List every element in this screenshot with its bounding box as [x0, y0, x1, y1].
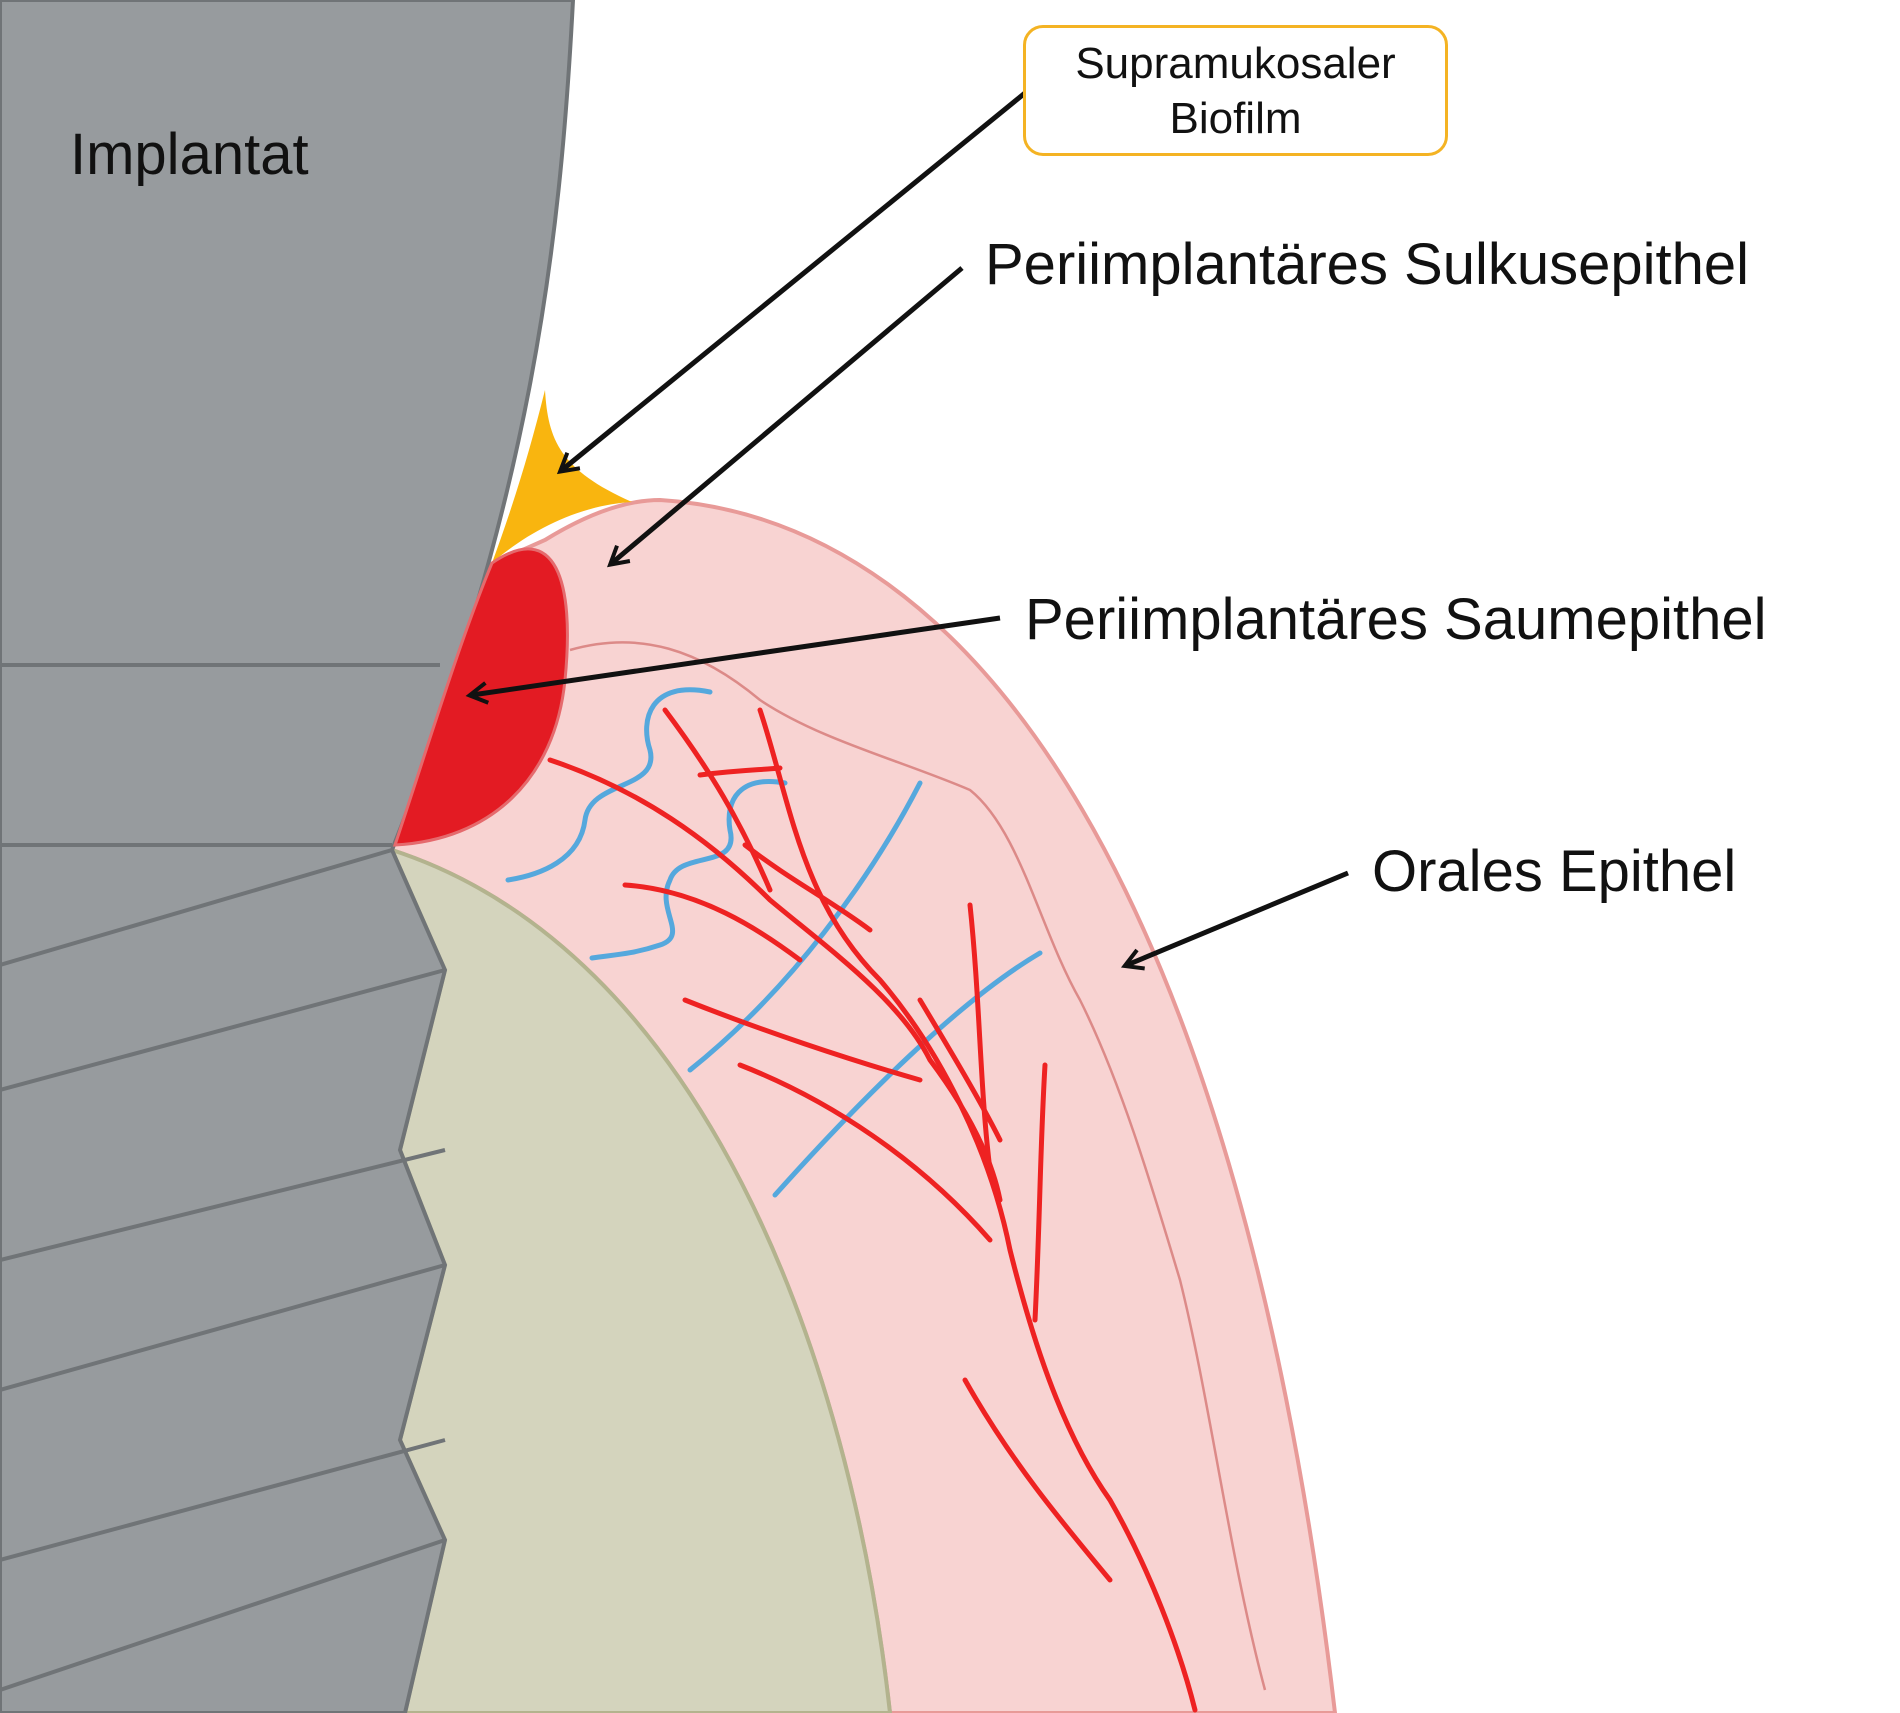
arrow-oral	[1120, 870, 1349, 971]
collagen-fibers	[505, 687, 1043, 1198]
arrow-saum	[465, 615, 1001, 705]
epithelial-boundary	[569, 641, 1267, 1691]
biofilm-label-line1: Supramukosaler	[1075, 38, 1396, 88]
implant	[0, 0, 576, 1713]
oral-epithelium-label: Orales Epithel	[1372, 839, 1737, 904]
junctional-epithelium-label: Periimplantäres Saumepithel	[1025, 587, 1767, 652]
biofilm-label-box: Supramukosaler Biofilm	[1023, 25, 1448, 156]
sulcus-epithelium-label: Periimplantäres Sulkusepithel	[985, 232, 1750, 297]
biofilm-label-line2: Biofilm	[1169, 93, 1302, 143]
blood-vessels	[547, 707, 1198, 1713]
implant-threads	[0, 663, 446, 1692]
leader-arrows	[465, 91, 1349, 971]
arrow-biofilm	[556, 91, 1027, 475]
implant-label: Implantat	[70, 122, 309, 187]
arrow-sulcus	[607, 266, 964, 568]
biofilm	[492, 390, 632, 563]
